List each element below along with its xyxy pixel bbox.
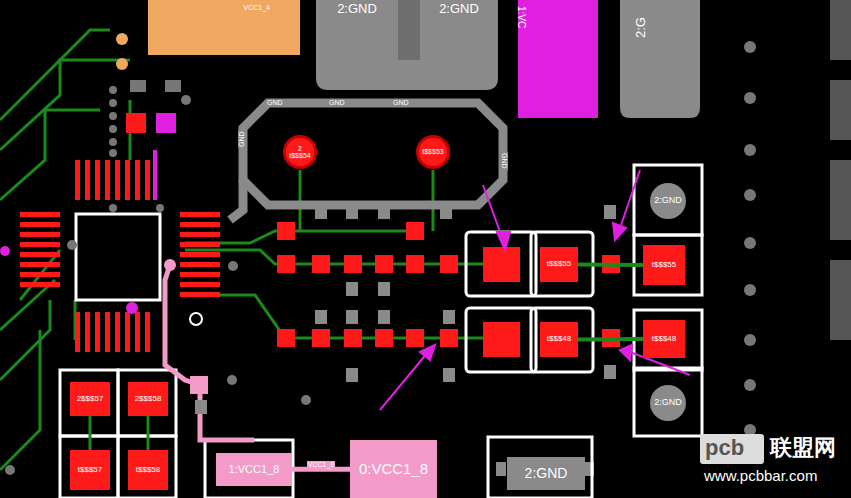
pad-name: 1:VC [516,6,527,28]
pad-label: t$$$54 [289,152,310,159]
watermark: 联盟网 [770,436,836,460]
gnd-pad: 2:GND [507,457,585,490]
copper-trace [89,416,92,450]
smd-pad: t$$$48 [540,322,578,357]
smd-pad: t$$$48 [643,320,685,358]
pad-name: 2:G [634,17,648,38]
pad-label: 1:VCC1_8 [229,464,280,476]
pad-label: 2$$$58 [135,395,162,403]
copper-trace [578,337,643,341]
pad-label: t$$$58 [136,466,160,474]
pad-label: t$$$48 [652,335,676,343]
pad-label: t$$$53 [422,148,443,155]
net-name: GND [500,152,508,170]
net-name: GND [266,99,284,107]
gnd-pad: 2:GND [650,385,686,421]
crystal-pad: 2t$$$54 [283,135,317,169]
gnd-pad: 2:GND [650,183,686,219]
pad-label: t$$$55 [547,260,571,268]
smd-pad: t$$$55 [643,245,685,285]
pad-label: 2:GND [439,2,479,16]
watermark: www.pcbbar.com [704,468,817,485]
smd-pad: 2$$$58 [128,382,168,416]
smd-pad: t$$$55 [540,247,578,282]
net-name: GND [238,130,246,148]
pad-label: 2:GND [654,196,682,205]
pad-label: 2:GND [337,2,377,16]
pad-label: 2:GND [654,398,682,407]
gnd-pad: 2:GND [318,0,396,18]
copper-pour: VCC1_4 [148,0,300,55]
smd-pad: t$$$57 [70,450,110,490]
pad-label: 2 [298,145,302,152]
pad-label: 0:VCC1_8 [359,461,428,477]
smd-pad: 2$$$57 [70,382,110,416]
power-pad: 0:VCC1_8 [350,440,437,498]
net-name: GND [328,99,346,107]
pad-label: 2$$$57 [77,395,104,403]
copper-trace [578,263,643,267]
pad-label: 2:GND [525,466,568,481]
pad-label: t$$$48 [547,335,571,343]
net-name: GND [392,99,410,107]
smd-pad: t$$$58 [128,450,168,490]
power-pad: 1:VCC1_8 [216,453,292,486]
watermark: pcb [705,436,744,460]
pad-label: VCC1_4 [244,4,270,11]
gnd-pad: 2:GND [420,0,498,18]
pad-label: t$$$55 [652,261,676,269]
net-name: VCC1_8 [307,461,335,469]
pad-label: t$$$57 [78,466,102,474]
copper-trace [147,416,150,450]
crystal-pad: t$$$53 [416,135,450,169]
